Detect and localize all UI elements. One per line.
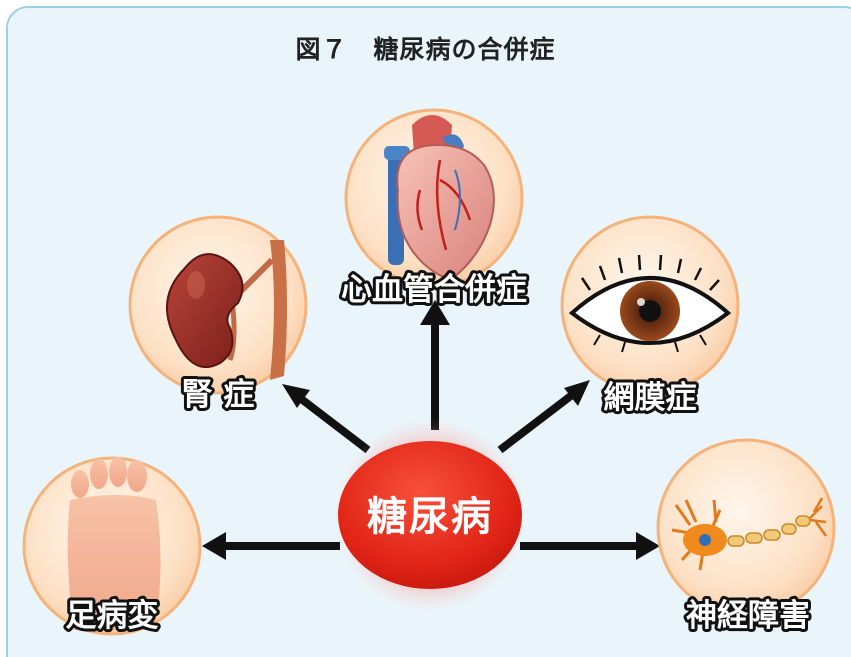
hub: 糖尿病 (334, 419, 526, 611)
arrow-to-foot (202, 532, 340, 560)
figure-title: 図７ 糖尿病の合併症 (295, 35, 556, 64)
eye-icon (568, 254, 732, 353)
kidney-icon (166, 240, 287, 380)
circle-nerve (656, 438, 836, 618)
arrow-to-kidney (282, 384, 371, 454)
foot-icon (67, 457, 161, 630)
arrow-to-nerve (520, 532, 660, 560)
arrows (202, 300, 660, 560)
node-foot: 足病変 (22, 456, 202, 637)
hub-label: 糖尿病 (367, 494, 493, 540)
label-cardio: 心血管合併症 (341, 272, 527, 308)
label-retina: 網膜症 (604, 380, 697, 416)
arrow-to-retina (497, 380, 590, 454)
neuron-icon (671, 497, 828, 571)
label-kidney: 腎 症 (182, 377, 255, 413)
hub-circle (338, 441, 522, 589)
label-foot: 足病変 (66, 598, 159, 634)
node-kidney: 腎 症 (128, 215, 308, 416)
arrow-to-cardio (420, 300, 450, 430)
node-cardio: 心血管合併症 (338, 108, 530, 311)
node-nerve: 神経障害 (656, 438, 836, 637)
label-nerve: 神経障害 (686, 598, 810, 634)
heart-icon (384, 115, 495, 282)
node-retina: 網膜症 (560, 215, 740, 419)
